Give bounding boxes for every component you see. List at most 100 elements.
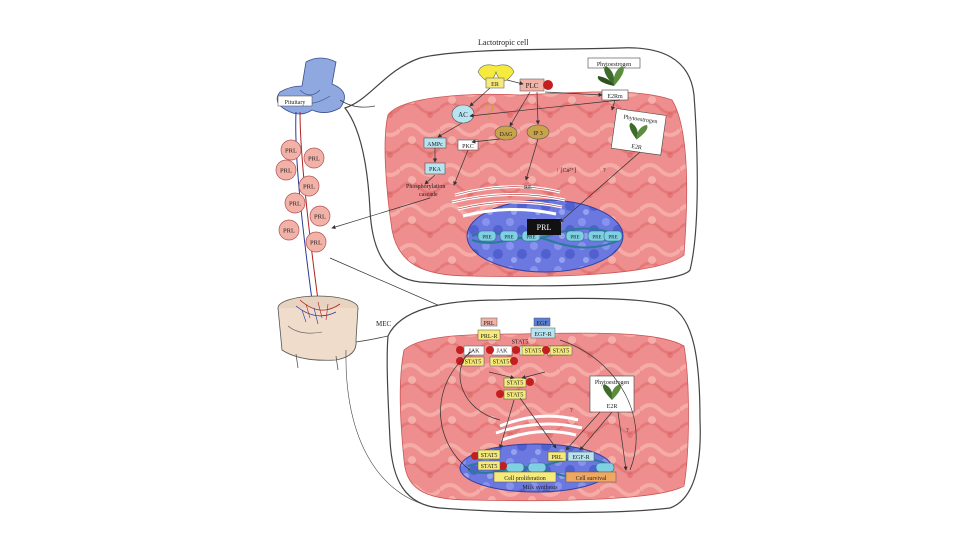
prl-cell-label: PRL [310,240,322,247]
prl-cell-label: PRL [308,156,320,163]
mec-nuc-stat-2-label: STAT5 [481,464,498,470]
stat-mid-1-label: STAT5 [507,381,524,387]
jak-right-label: JAK [496,349,508,355]
jak-stat-complex: JAKJAKJAKJAKSTAT5STAT5STAT5STAT5STAT5STA… [456,340,573,470]
phyto-label-1: Phytoestrogen [597,62,631,68]
mec-nuc-stat-2 [477,460,501,471]
cascade-label: cascade [419,192,438,198]
stat-right-1-label: STAT5 [525,349,542,355]
jak-phospho-dot [542,346,550,354]
prl-cell [280,139,302,161]
jak-phospho-dot [512,346,520,354]
lactotropic-cell-title: Lactotropic cell [478,38,529,47]
pkc-label: PKC [462,144,474,150]
mammary-gland [277,295,359,371]
egf-receptor [530,317,556,339]
mec-phyto-label: Phytoestrogen [595,380,629,386]
er-label: RE [524,185,532,191]
pka-box [424,162,446,175]
e2rm-label: E2Rm [607,94,623,100]
mec-nuc-prl-box [547,451,567,462]
prl-cell-label: PRL [289,201,301,208]
prl-cell-label: PRL [283,228,295,235]
jak-phospho-dot [486,346,494,354]
mec-nuc-stat-1-label: STAT5 [481,453,498,459]
ip3-label: IP 3 [533,131,543,137]
dna-element-label: PRE [482,236,491,241]
prl-cell [303,147,325,169]
dna-element [499,230,519,242]
mec-arrows [440,339,637,471]
nuc-phospho-dot [471,452,479,460]
prl-cell [284,192,306,214]
dna-element-label: PRE [504,236,513,241]
prl-cell-label: PRL [280,168,292,175]
cell-proliferation-label: Cell proliferation [504,475,546,482]
ac-enzyme [451,104,475,124]
dna-element [477,230,497,242]
prl-receptor [477,317,501,341]
prl-cell [309,205,331,227]
mec-prlr-label: PRL-R [480,334,497,340]
dag-label: DAG [500,132,514,138]
er-receptor [477,64,515,89]
prl-cell-label: PRL [285,148,297,155]
mec-connector [355,335,389,343]
phyto-leaf-icon-2 [629,122,648,140]
plc-red-dot [543,80,553,90]
dna-element-label: PRE [592,236,601,241]
lactotroph-nucleus-prl-box [527,219,561,235]
mec-egf-label: EGF [536,321,548,327]
mec-egfr-label: EGF-R [534,332,551,338]
stat-right-2 [549,345,573,356]
prl-cell [275,159,297,181]
calcium-question: ? [603,168,606,174]
dna-element-label: PRE [526,236,535,241]
pituitary-to-cell-connector [339,99,376,108]
cell-proliferation-box [493,471,557,483]
dna-element [565,230,585,242]
stat-phospho-dot [510,357,518,365]
mec-title: MEC [376,320,392,328]
cell-survival-label: Cell survival [576,476,607,482]
jak-left-label: JAK [468,349,480,355]
er-receptor-label: ER [491,82,499,88]
pituitary-label-box [277,95,313,107]
ampc-label: AMPc [427,142,443,148]
mec-e2r-label: E2R [607,404,618,410]
mec-dna-element [505,462,525,473]
phyto-leaf-icon-1 [597,66,624,86]
mec-nuc-stat-1 [477,449,501,460]
jak-left [463,345,485,356]
dna-element-label: PRE [608,236,617,241]
blood-vessel-red [299,111,319,301]
stat-right-2-label: STAT5 [553,349,570,355]
stat-mid-1 [503,377,527,388]
stat-phospho-dot [496,390,504,398]
prl-cell [298,175,320,197]
stat-phospho-dot [526,378,534,386]
milk-synthesis-label: Milk synthesis [522,485,558,491]
mec-prl-label: PRL [483,321,494,327]
phosphorylation-label: Phosphorylation [406,184,445,190]
dag-molecule [494,125,518,141]
phyto-label-2: Phytoestrogen [623,115,658,126]
sweep-line-1 [345,349,441,509]
cell-survival-box [565,471,617,483]
stat-left-1-label: STAT5 [465,360,482,366]
mec-phyto-leaf-icon [603,384,621,400]
pka-label: PKA [429,167,442,173]
stat-mid-2-label: STAT5 [507,393,524,399]
phyto-box-1 [587,57,641,69]
mec-question-1: ? [570,408,573,414]
stat-placeholder-label: STAT5 [512,340,529,346]
stat-mid-2 [503,389,527,400]
dna-element-label: PRE [570,236,579,241]
stat-left-2-label: STAT5 [493,360,510,366]
plc-label: PLC [526,82,539,90]
nuc-phospho-dot [499,462,507,470]
er-question-mark: ? [485,99,495,124]
